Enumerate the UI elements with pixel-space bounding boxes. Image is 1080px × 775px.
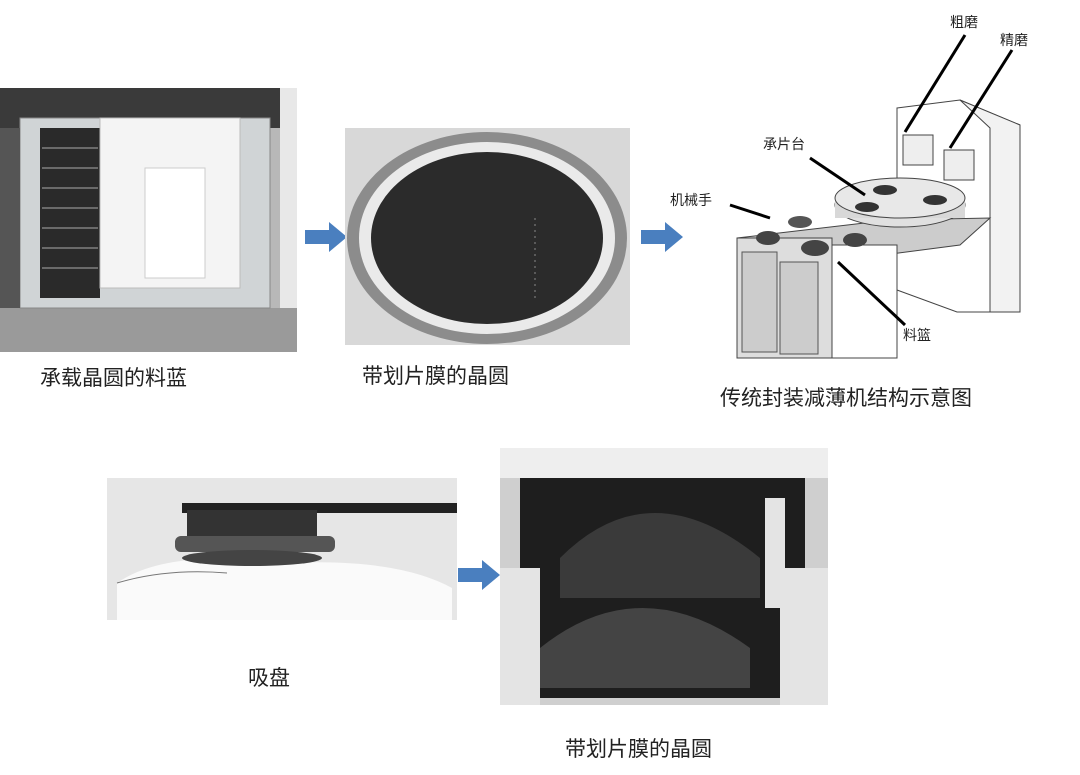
label-material-basket: 料篮 xyxy=(903,328,931,344)
caption-wafer-basket: 承载晶圆的料蓝 xyxy=(40,366,187,390)
caption-machine: 传统封装减薄机结构示意图 xyxy=(720,386,972,410)
wafer-basket-photo xyxy=(0,88,297,352)
wafer-cassette-photo xyxy=(500,448,828,705)
caption-chuck: 吸盘 xyxy=(248,666,290,690)
arrow-right-icon xyxy=(305,222,347,252)
caption-wafer-film-2: 带划片膜的晶圆 xyxy=(565,737,712,761)
caption-wafer-film: 带划片膜的晶圆 xyxy=(362,364,509,388)
grinder-diagram xyxy=(660,0,1080,360)
label-rough-grind: 粗磨 xyxy=(950,15,978,31)
chuck-photo xyxy=(107,478,457,620)
arrow-right-icon xyxy=(641,222,683,252)
wafer-film-photo xyxy=(345,128,630,345)
arrow-right-icon xyxy=(458,560,500,590)
label-fine-grind: 精磨 xyxy=(1000,33,1028,49)
label-wafer-table: 承片台 xyxy=(763,137,805,153)
label-robot-arm: 机械手 xyxy=(670,193,712,209)
